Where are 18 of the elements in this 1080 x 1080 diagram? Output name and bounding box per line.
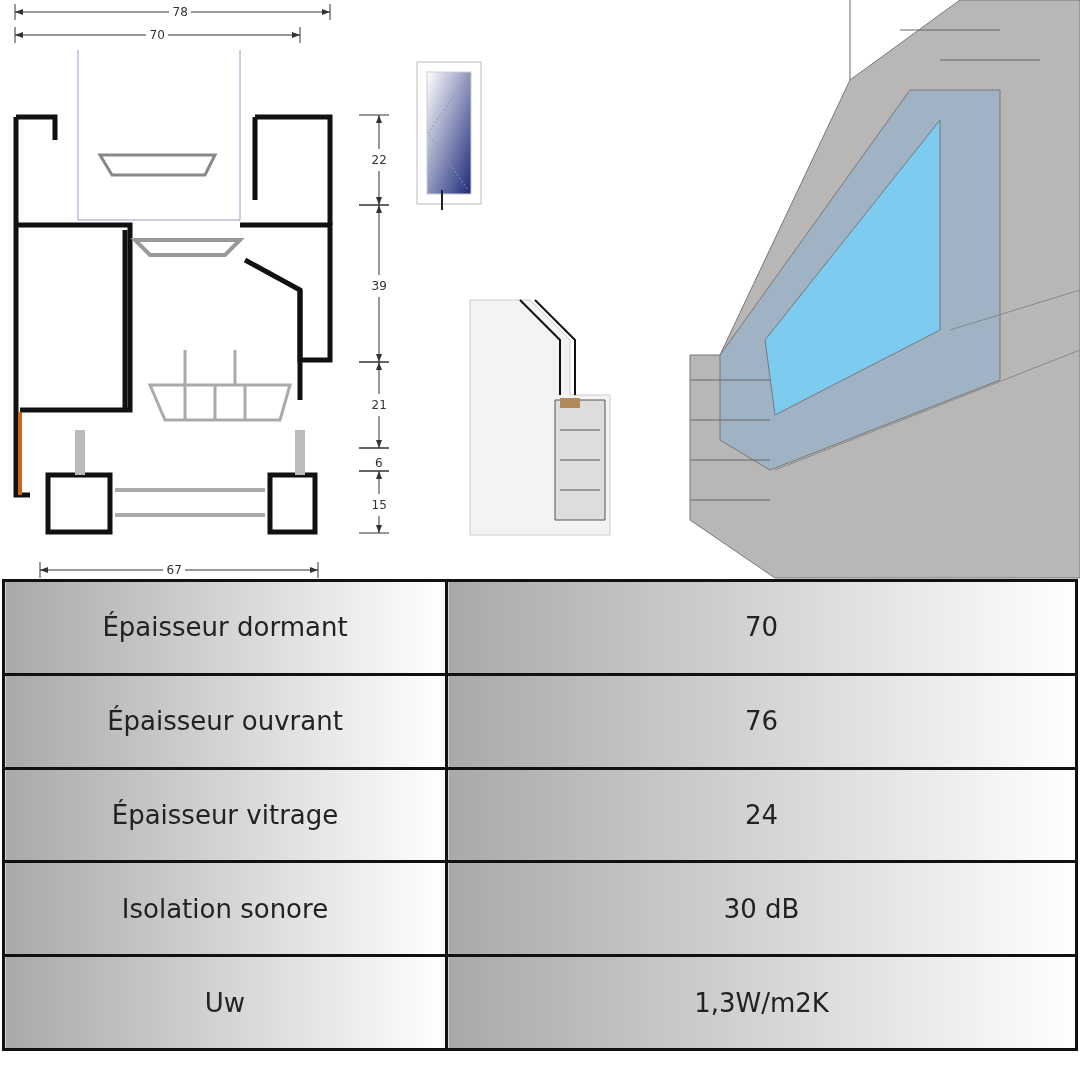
dimension-label: 39: [369, 279, 389, 293]
dimension-label: 70: [147, 28, 167, 42]
property-name-cell: Épaisseur dormant: [3, 580, 447, 675]
property-name-cell: Isolation sonore: [3, 861, 447, 956]
property-value-cell: 76: [446, 674, 1077, 769]
dimension-label: 21: [369, 398, 389, 412]
property-value-cell: 30 dB: [446, 861, 1077, 956]
dimension-label: 6: [373, 456, 385, 470]
dimension-label: 78: [170, 5, 190, 19]
property-value-cell: 70: [446, 580, 1077, 675]
dimension-label: 67: [164, 563, 184, 577]
property-value-cell: 24: [446, 768, 1077, 862]
dimension-label: 15: [369, 498, 389, 512]
property-name-cell: Épaisseur vitrage: [3, 768, 447, 862]
property-name-cell: Uw: [3, 955, 447, 1050]
property-value-cell: 1,3W/m2K: [446, 955, 1077, 1050]
property-name-cell: Épaisseur ouvrant: [3, 674, 447, 769]
dimension-label: 22: [369, 153, 389, 167]
